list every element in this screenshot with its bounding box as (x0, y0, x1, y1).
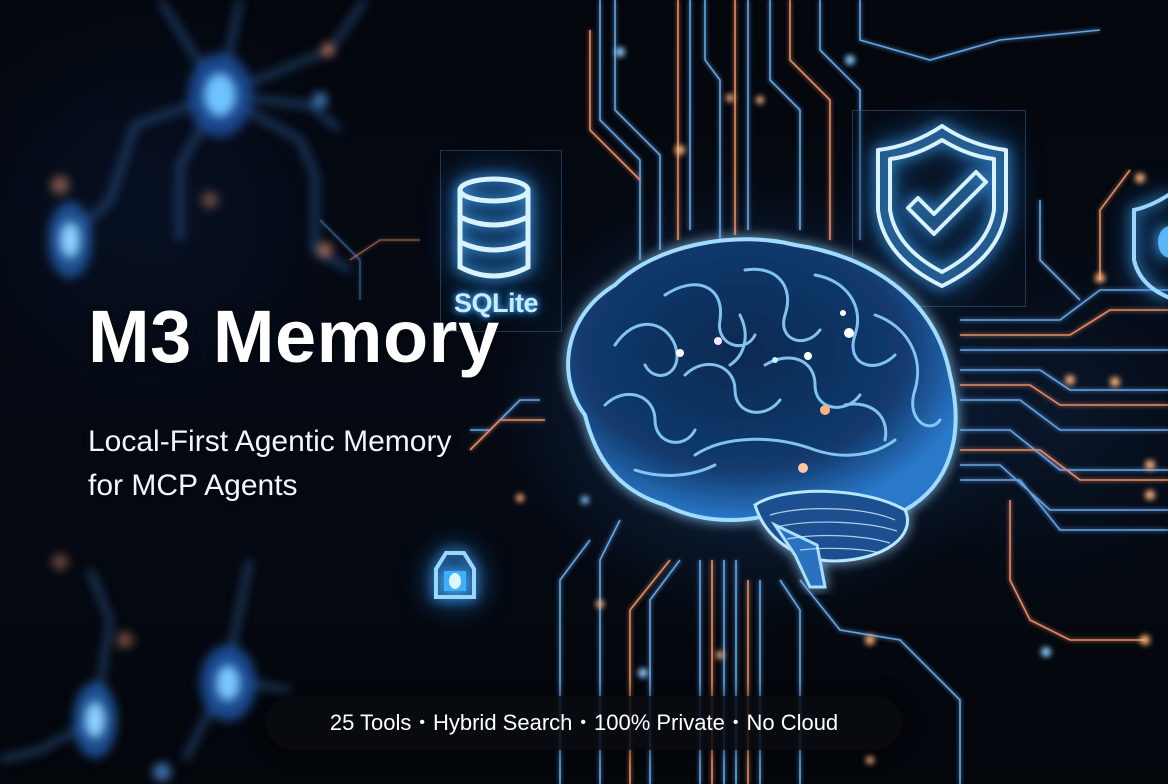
bullet-separator: • (419, 714, 425, 731)
brain-icon (566, 237, 958, 589)
subtitle-line-2: for MCP Agents (88, 469, 298, 502)
bullet-separator: • (580, 714, 586, 731)
feature-private: 100% Private (593, 710, 725, 735)
subtitle: Local-First Agentic Memory for MCP Agent… (88, 420, 451, 508)
feature-tools: 25 Tools (329, 710, 412, 735)
bullet-separator: • (732, 714, 739, 731)
database-icon (457, 176, 531, 279)
sqlite-label: SQLite (454, 288, 539, 318)
feature-hybrid-search: Hybrid Search (432, 710, 573, 735)
subtitle-line-1: Local-First Agentic Memory (88, 425, 452, 458)
page-title: M3 Memory (88, 295, 500, 378)
small-shield-icon (1132, 192, 1168, 300)
feature-no-cloud: No Cloud (746, 710, 839, 735)
shield-check-icon (876, 124, 1008, 288)
feature-pill: 25 Tools • Hybrid Search • 100% Private … (266, 696, 902, 750)
lock-icon (434, 551, 476, 599)
